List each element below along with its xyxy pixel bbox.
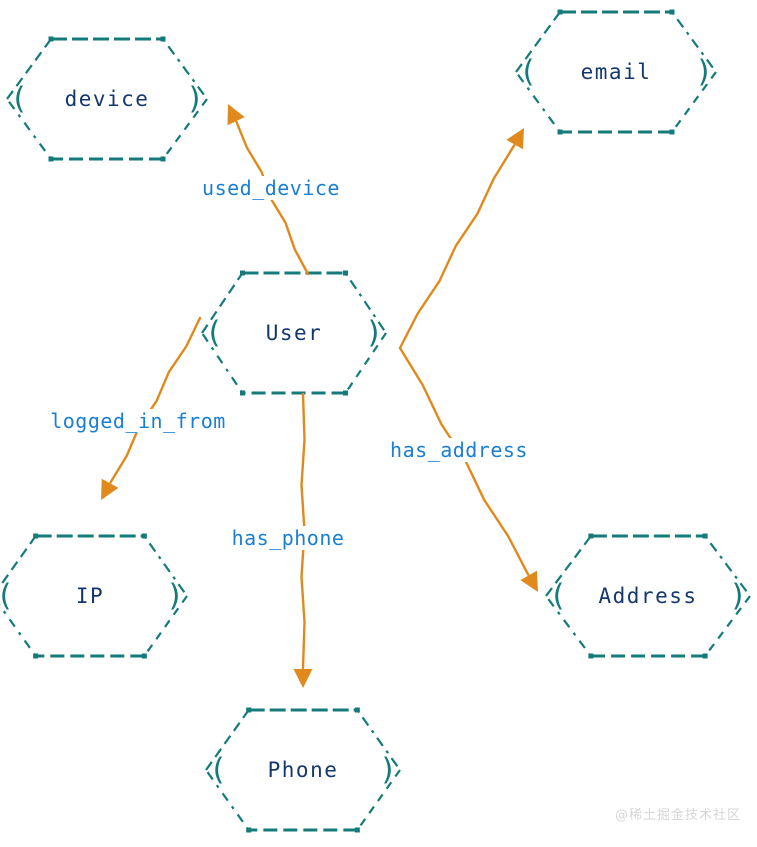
node-corner-dot xyxy=(669,129,675,135)
node-corner-dot xyxy=(48,36,54,42)
node-border-segment xyxy=(205,709,250,771)
node-border-segment xyxy=(201,272,244,334)
node-ip[interactable] xyxy=(0,533,188,659)
node-corner-dot xyxy=(588,533,594,539)
node-border-segment xyxy=(162,38,208,100)
node-border-segment xyxy=(0,535,37,589)
edge-line xyxy=(109,316,202,484)
node-border-segment xyxy=(344,272,387,334)
node-border-segment xyxy=(356,769,401,831)
edge-arrowhead xyxy=(520,570,538,592)
node-corner-dot xyxy=(557,9,563,15)
node-corner-dot xyxy=(343,270,349,276)
node-device[interactable] xyxy=(6,36,208,162)
node-border-segment xyxy=(545,535,592,597)
edge-label-has_address: has_address xyxy=(388,438,530,462)
node-border-segment xyxy=(0,603,37,657)
node-corner-dot xyxy=(141,653,147,659)
node-corner-dot xyxy=(239,390,245,396)
node-border-segment xyxy=(6,98,52,160)
watermark: @稀土掘金技术社区 xyxy=(614,808,741,823)
node-border-segment xyxy=(162,98,208,160)
node-border-segment xyxy=(704,595,751,657)
node-user[interactable] xyxy=(201,270,387,396)
node-border-segment xyxy=(205,769,250,831)
edge-label-has_phone: has_phone xyxy=(229,526,347,550)
node-border-segment xyxy=(671,11,717,73)
node-corner-dot xyxy=(239,270,245,276)
node-border-segment xyxy=(671,71,717,133)
node-border-segment xyxy=(515,71,561,133)
edge-arrowhead xyxy=(293,669,313,688)
edge-line xyxy=(398,144,516,350)
node-corner-dot xyxy=(141,533,147,539)
node-border-segment xyxy=(515,11,561,73)
edge-has_address[interactable] xyxy=(398,346,546,597)
node-corner-dot xyxy=(669,9,675,15)
edge-has_email[interactable] xyxy=(398,123,532,350)
node-corner-dot xyxy=(246,827,252,833)
node-corner-dot xyxy=(160,36,166,42)
node-corner-dot xyxy=(343,390,349,396)
edge-arrowhead xyxy=(227,104,245,126)
node-corner-dot xyxy=(33,653,39,659)
node-corner-dot xyxy=(354,707,360,713)
node-corner-dot xyxy=(246,707,252,713)
node-border-segment xyxy=(201,332,244,394)
edge-label-used_device: used_device xyxy=(200,176,342,200)
node-corner-dot xyxy=(48,156,54,162)
edge-arrowhead xyxy=(506,128,524,150)
node-border-segment xyxy=(545,595,592,657)
node-corner-dot xyxy=(354,827,360,833)
node-corner-dot xyxy=(588,653,594,659)
node-border-segment xyxy=(356,709,401,771)
node-border-segment xyxy=(344,332,387,394)
node-phone[interactable] xyxy=(205,707,401,833)
node-corner-dot xyxy=(702,653,708,659)
node-corner-dot xyxy=(557,129,563,135)
node-corner-dot xyxy=(33,533,39,539)
node-email[interactable] xyxy=(515,9,717,135)
node-border-segment xyxy=(143,595,188,657)
edge-label-logged_in_from: logged_in_from xyxy=(48,409,228,433)
node-border-segment xyxy=(6,38,52,100)
node-corner-dot xyxy=(160,156,166,162)
edge-arrowhead xyxy=(101,478,119,500)
node-address[interactable] xyxy=(545,533,751,659)
node-border-segment xyxy=(143,535,188,597)
node-corner-dot xyxy=(702,533,708,539)
edge-logged_in_from[interactable] xyxy=(93,316,202,505)
node-border-segment xyxy=(704,535,751,597)
